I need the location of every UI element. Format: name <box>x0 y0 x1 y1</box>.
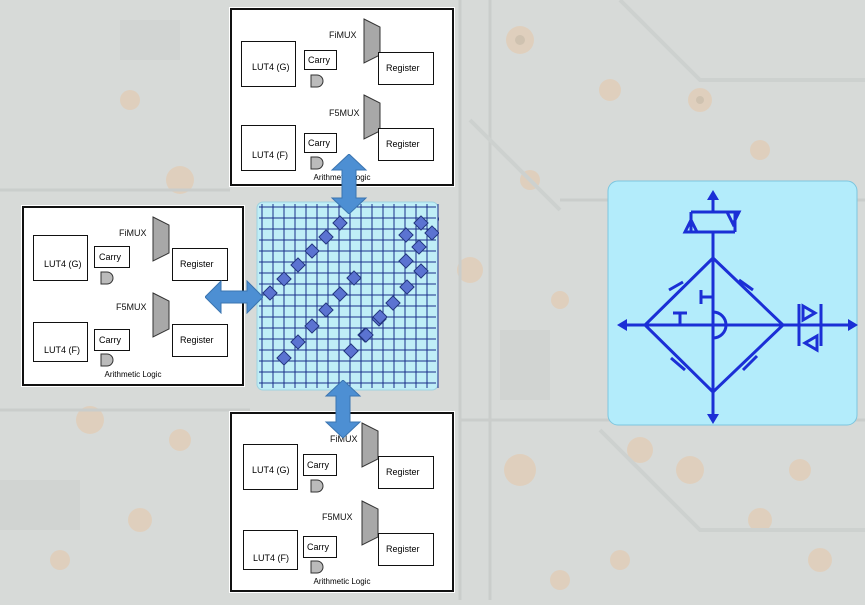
lut4-f-box: LUT4 (F) <box>241 125 296 171</box>
lut4-g-box: LUT4 (G) <box>243 444 298 490</box>
switch-node <box>413 215 429 231</box>
logic-block-bottom: FiMUX LUT4 (G) Carry Register F5MUX LUT4… <box>230 412 454 592</box>
fimux-label: FiMUX <box>330 434 358 444</box>
carry-box: Carry <box>303 454 337 476</box>
arithmetic-logic-label: Arithmetic Logic <box>313 577 371 586</box>
switch-node <box>424 225 439 241</box>
logic-block-top: FiMUX LUT4 (G) Carry Register F5MUX LUT4… <box>230 8 454 186</box>
f5mux-label: F5MUX <box>329 108 360 118</box>
carry-box: Carry <box>304 133 337 153</box>
and-gate-icon <box>100 271 114 285</box>
switch-node <box>343 343 359 359</box>
carry-box: Carry <box>304 50 337 70</box>
fimux-label: FiMUX <box>329 30 357 40</box>
fimux-label: FiMUX <box>119 228 147 238</box>
switch-node <box>276 350 292 366</box>
switch-node <box>413 263 429 279</box>
f5mux-label: F5MUX <box>116 302 147 312</box>
switch-node <box>262 285 278 301</box>
and-gate-icon <box>310 560 324 574</box>
and-gate-icon <box>310 74 324 88</box>
register-box: Register <box>378 533 434 566</box>
f5mux-icon <box>152 292 170 338</box>
lut4-g-box: LUT4 (G) <box>241 41 296 87</box>
f5mux-label: F5MUX <box>322 512 353 522</box>
carry-box: Carry <box>303 536 337 558</box>
switch-box-schematic <box>607 180 858 426</box>
switch-node <box>318 229 334 245</box>
switch-node <box>290 257 306 273</box>
fimux-icon <box>152 216 170 262</box>
switch-node <box>304 318 320 334</box>
switch-node <box>318 302 334 318</box>
double-arrow-icon <box>205 280 263 314</box>
and-gate-icon <box>310 479 324 493</box>
switch-node <box>411 239 427 255</box>
register-box: Register <box>172 248 228 281</box>
fimux-icon <box>361 422 379 468</box>
switch-node <box>332 286 348 302</box>
carry-box: Carry <box>94 329 130 351</box>
switch-node <box>346 270 362 286</box>
switch-node <box>398 253 414 269</box>
lut4-f-box: LUT4 (F) <box>243 530 298 570</box>
double-arrow-icon <box>330 154 368 214</box>
switch-node <box>290 334 306 350</box>
switch-node <box>398 227 414 243</box>
register-box: Register <box>378 456 434 489</box>
routing-grid <box>256 201 439 391</box>
register-box: Register <box>378 128 434 161</box>
lut4-f-box: LUT4 (F) <box>33 322 88 362</box>
switch-node <box>304 243 320 259</box>
switch-node <box>358 327 374 343</box>
switch-node <box>372 309 388 325</box>
switch-node <box>276 271 292 287</box>
and-gate-icon <box>310 156 324 170</box>
register-box: Register <box>378 52 434 85</box>
carry-box: Carry <box>94 246 130 268</box>
switch-node <box>332 215 348 231</box>
switch-node <box>385 295 401 311</box>
double-arrow-icon <box>324 380 362 438</box>
lut4-g-box: LUT4 (G) <box>33 235 88 281</box>
arithmetic-logic-label: Arithmetic Logic <box>104 370 162 379</box>
and-gate-icon <box>100 353 114 367</box>
switch-node <box>399 279 415 295</box>
register-box: Register <box>172 324 228 357</box>
f5mux-icon <box>361 500 379 546</box>
